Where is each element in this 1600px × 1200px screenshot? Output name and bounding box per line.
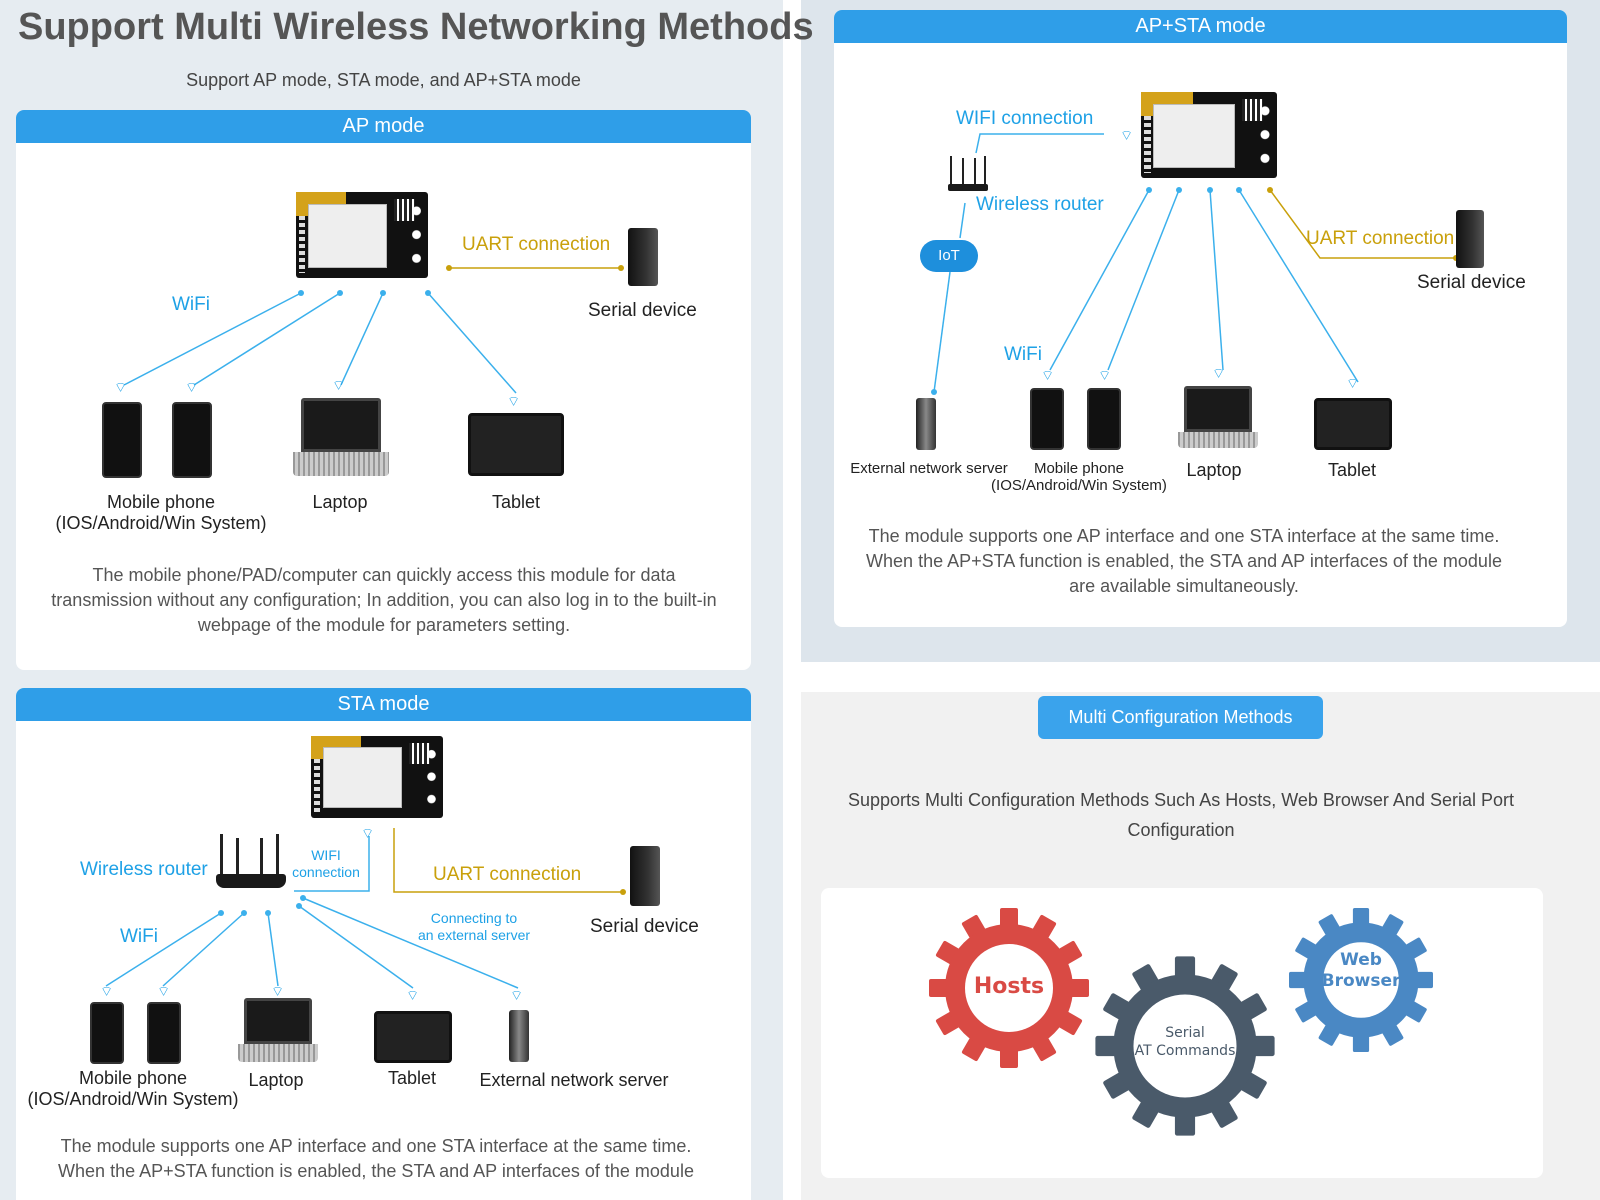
laptop-base [238,1044,318,1062]
mobile-phone-image [90,1002,124,1064]
laptop-label: Laptop [1186,460,1242,480]
serial-device-label: Serial device [590,916,699,937]
mobile-phone-image [172,402,212,478]
uart-connection-label: UART connection [1306,228,1455,249]
tablet-image [1314,398,1392,450]
tablet-label: Tablet [387,1068,437,1088]
wifi-signal-icon: ⌔ [507,393,521,409]
tablet-image [374,1011,452,1063]
wireless-router-image [948,156,988,192]
wifi-module-image [1141,92,1277,178]
mobile-phone-label: Mobile phone(IOS/Android/Win System) [991,460,1167,494]
wifi-signal-icon: ⌔ [1041,367,1055,383]
hosts-gear-icon [929,908,1089,1068]
mobile-phone-image [1087,388,1121,450]
wifi-signal-icon: ⌔ [510,987,524,1003]
apsta-mode-title: AP+STA mode [834,10,1567,43]
apsta-mode-description: The module supports one AP interface and… [866,526,1502,596]
wifi-module-image [311,736,443,818]
multi-configuration-methods-button[interactable]: Multi Configuration Methods [1038,696,1323,739]
hosts-gear-label: Hosts [973,974,1045,999]
serial-device-label: Serial device [1417,272,1526,293]
external-server-label: External network server [850,460,1008,477]
uart-connection-label: UART connection [462,234,611,255]
mobile-phone-image [147,1002,181,1064]
wifi-signal-icon: ⌔ [406,987,420,1003]
page-title: Support Multi Wireless Networking Method… [18,6,814,48]
mobile-phone-image [1030,388,1064,450]
ap-mode-description: The mobile phone/PAD/computer can quickl… [51,565,717,635]
serial-at-gear-icon [1095,956,1275,1136]
column-gap [783,0,801,1200]
mobile-phone-image [102,402,142,478]
serial-device-image [630,846,660,906]
serial-device-image [628,228,658,286]
iot-cloud-icon: IoT [920,240,978,272]
ap-mode-title: AP mode [16,110,751,143]
web-browser-gear-icon [1289,908,1433,1052]
section-separator [801,662,1600,692]
laptop-label: Laptop [312,492,368,512]
wifi-label: WiFi [1004,344,1042,365]
laptop-image [244,998,312,1044]
external-server-image [916,398,936,450]
mobile-phone-label: Mobile phone(IOS/Android/Win System) [55,492,267,533]
wifi-signal-icon: ⌔ [1098,367,1112,383]
gears-graphic [929,908,1433,1136]
wifi-signal-icon: ⌔ [100,983,114,999]
wifi-module-image [296,192,428,278]
wifi-connection-label: WIFI connection [956,108,1094,129]
tablet-label: Tablet [491,492,541,512]
external-server-label: External network server [479,1070,669,1090]
ap-mode-panel: AP mode UART connection Serial device Wi… [16,110,751,670]
wireless-router-label: Wireless router [976,194,1104,215]
apsta-mode-panel: AP+STA mode WIFI connection ⌔ Wireless r… [834,10,1567,627]
tablet-image [468,413,564,476]
serial-device-label: Serial device [588,300,697,321]
wifi-signal-icon: ⌔ [157,983,171,999]
wireless-router-image [214,834,290,892]
laptop-base [293,452,389,476]
config-subtitle: Supports Multi Configuration Methods Suc… [848,790,1514,840]
wifi-signal-icon: ⌔ [185,379,199,395]
tablet-label: Tablet [1327,460,1377,480]
wifi-signal-icon: ⌔ [1212,365,1226,381]
wifi-label: WiFi [120,926,158,947]
wifi-signal-icon: ⌔ [114,379,128,395]
laptop-base [1178,432,1258,448]
uart-connection-label: UART connection [433,864,582,885]
wifi-signal-icon: ⌔ [361,825,375,841]
mobile-phone-label: Mobile phone(IOS/Android/Win System) [27,1068,239,1109]
wifi-label: WiFi [172,294,210,315]
laptop-image [301,398,381,452]
wifi-signal-icon: ⌔ [1120,127,1134,143]
wifi-signal-icon: ⌔ [271,983,285,999]
sta-mode-title: STA mode [16,688,751,721]
wifi-signal-icon: ⌔ [1346,375,1360,391]
wifi-signal-icon: ⌔ [332,377,346,393]
serial-device-image [1456,210,1484,268]
wireless-router-label: Wireless router [80,859,208,880]
sta-mode-description: The module supports one AP interface and… [58,1136,694,1181]
page-subtitle: Support AP mode, STA mode, and AP+STA mo… [186,70,581,90]
laptop-image [1184,386,1252,432]
external-server-image [509,1010,529,1062]
laptop-label: Laptop [248,1070,304,1090]
